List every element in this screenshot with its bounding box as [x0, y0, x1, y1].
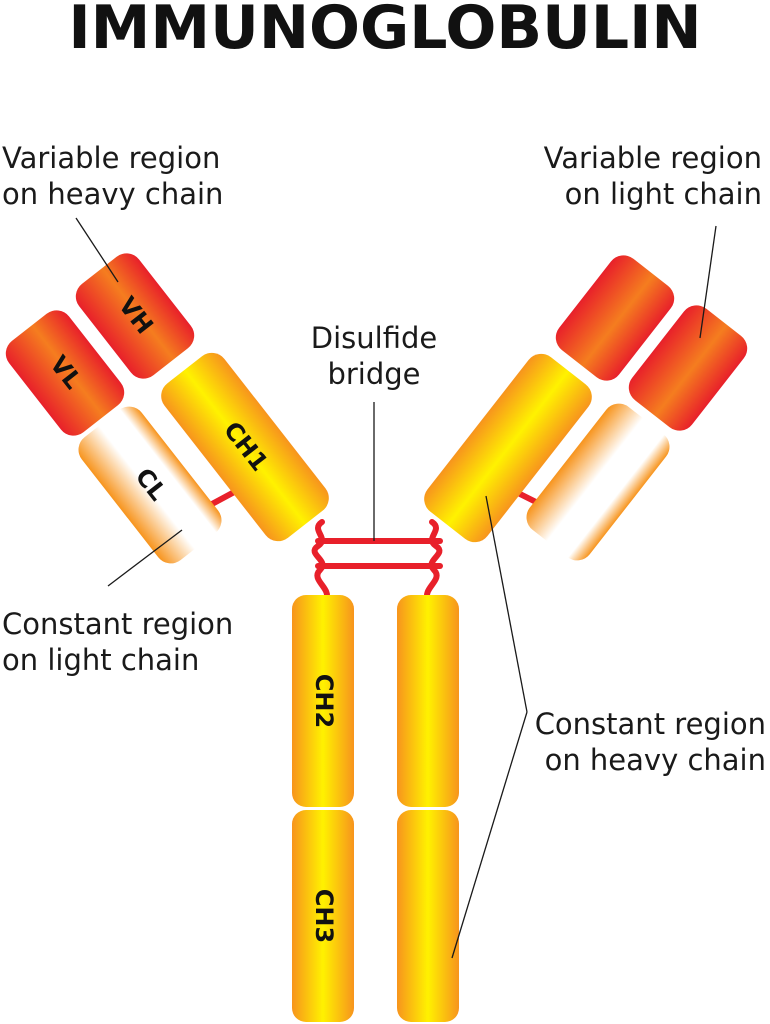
- label-variable-heavy-line1: Variable region: [2, 141, 220, 175]
- hinge-wave-right: [424, 519, 443, 603]
- page-title: IMMUNOGLOBULIN: [68, 0, 701, 63]
- label-constant-heavy: Constant region on heavy chain: [535, 707, 766, 777]
- vh-domain-right: [555, 255, 675, 381]
- leader-constant-light: [107, 529, 183, 587]
- ch2-domain-left: [292, 595, 354, 807]
- ch2-label: CH2: [310, 674, 338, 728]
- ch3-label: CH3: [310, 889, 338, 943]
- label-disulfide-line1: Disulfide: [311, 321, 437, 355]
- label-variable-light: Variable region on light chain: [544, 141, 762, 211]
- label-variable-light-line1: Variable region: [544, 141, 762, 175]
- label-constant-light: Constant region on light chain: [2, 607, 233, 677]
- cl-domain-right: [526, 403, 670, 561]
- leader-constant-heavy-upper: [485, 495, 528, 713]
- hinge-wave-left: [311, 519, 330, 603]
- vl-domain-right: [628, 305, 748, 431]
- ch2-domain-right: [397, 595, 459, 807]
- vl-domain-left: [5, 310, 125, 436]
- label-variable-heavy-line2: on heavy chain: [2, 177, 223, 211]
- ch3-domain-right: [397, 810, 459, 1022]
- ch3-domain-left: [292, 810, 354, 1022]
- leader-variable-light: [699, 225, 717, 339]
- left-arm: VL CL VH CH1: [5, 253, 329, 564]
- ch1-domain-right: [424, 353, 592, 543]
- label-disulfide-line2: bridge: [327, 357, 420, 391]
- label-constant-light-line1: Constant region: [2, 607, 233, 641]
- label-constant-light-line2: on light chain: [2, 643, 199, 677]
- leader-constant-heavy-lower: [451, 711, 528, 959]
- leader-variable-heavy: [75, 217, 119, 283]
- label-variable-light-line2: on light chain: [565, 177, 762, 211]
- label-constant-heavy-line1: Constant region: [535, 707, 766, 741]
- ch1-domain-left: [161, 352, 329, 542]
- cl-domain-left: [78, 406, 222, 564]
- right-arm: [424, 255, 748, 561]
- label-constant-heavy-line2: on heavy chain: [545, 743, 766, 777]
- leader-lines: [75, 217, 717, 959]
- fc-stem: CH2 CH3: [292, 595, 459, 1022]
- label-variable-heavy: Variable region on heavy chain: [2, 141, 223, 211]
- vh-domain-left: [75, 253, 195, 379]
- label-disulfide: Disulfide bridge: [311, 321, 437, 391]
